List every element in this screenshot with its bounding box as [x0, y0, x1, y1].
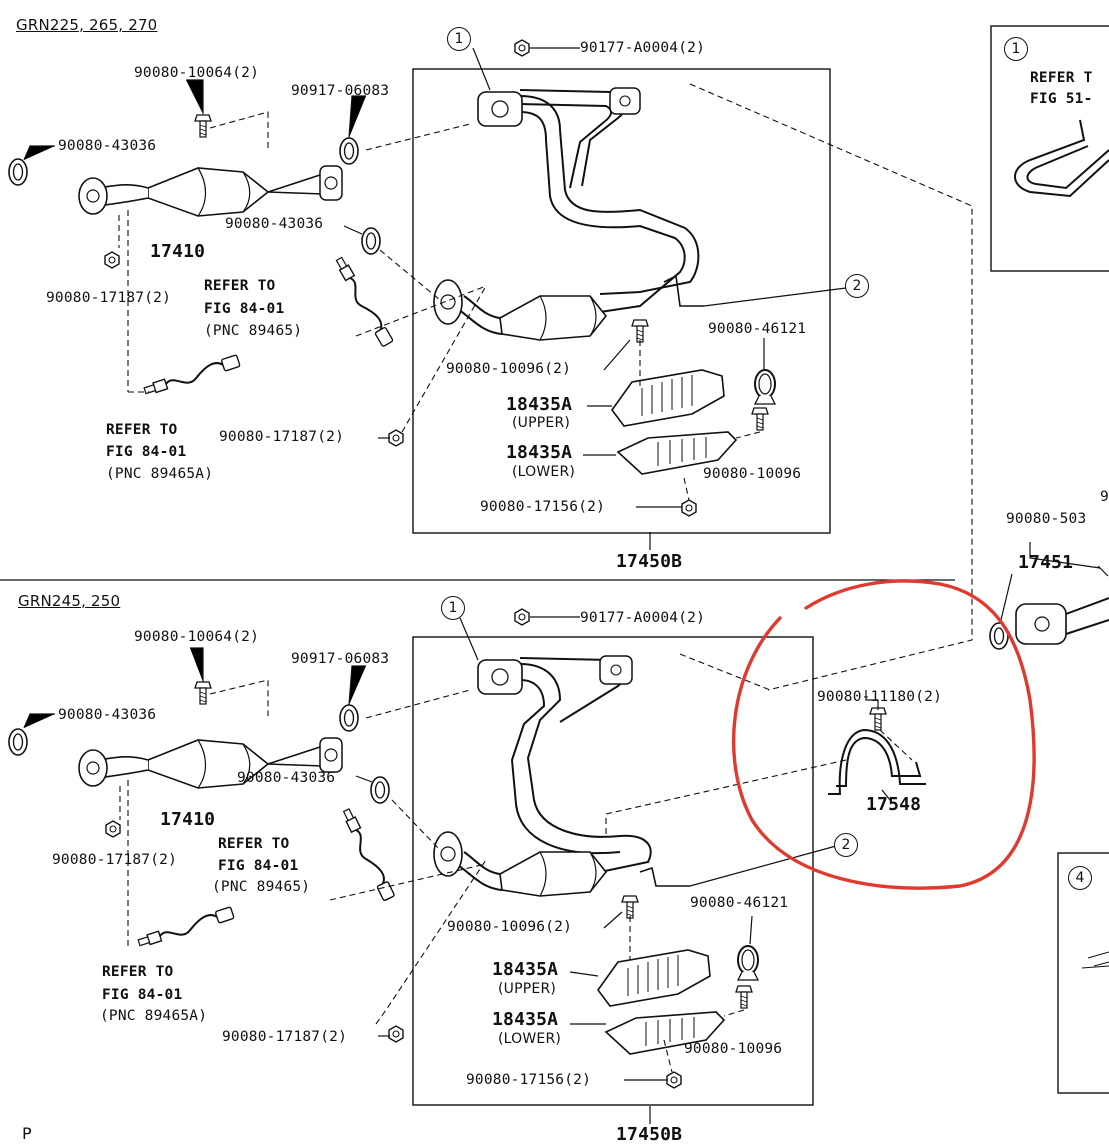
label-bracket-bolt: 90080-11180(2) [817, 689, 943, 705]
label-bolt-right-b: 90080-10096 [684, 1041, 783, 1057]
label-part-17548: 17548 [866, 794, 922, 815]
label-heat-lower-sub-b: (LOWER) [498, 1031, 562, 1047]
label-nut-low-b: 90080-17187(2) [222, 1029, 348, 1045]
label-refer-a-3-b: (PNC 89465) [212, 879, 311, 895]
label-gasket-cap: 90917-06083 [291, 83, 390, 99]
label-cut-9: 9 [1100, 489, 1109, 505]
label-heat-lower-sub: (LOWER) [512, 464, 576, 480]
callout-1-right: 1 [1004, 37, 1028, 61]
label-refer-b-1: REFER TO [106, 422, 178, 438]
label-gasket-503: 90080-503 [1006, 511, 1087, 527]
section-title-bottom: GRN245, 250 [18, 592, 121, 610]
label-nut-low: 90080-17187(2) [219, 429, 345, 445]
label-gasket-cap-b: 90917-06083 [291, 651, 390, 667]
label-heat-lower: 18435A [506, 442, 573, 463]
page-letter: P [22, 1124, 32, 1143]
label-gasket-left: 90080-43036 [58, 138, 157, 154]
label-clamp-b: 90080-46121 [690, 895, 789, 911]
label-box1-ref-1: REFER T [1030, 70, 1093, 86]
callout-1-bottom: 1 [441, 596, 465, 620]
label-assy-17450b-top: 17450B [616, 551, 683, 572]
label-refer-a-1: REFER TO [204, 278, 276, 294]
label-box1-ref-2: FIG 51- [1030, 91, 1093, 107]
label-refer-a-3: (PNC 89465) [204, 323, 303, 339]
label-bolt-right: 90080-10096 [703, 466, 802, 482]
callout-2-top: 2 [845, 274, 869, 298]
label-heat-upper: 18435A [506, 394, 573, 415]
label-refer-b-2: FIG 84-01 [106, 444, 187, 460]
label-nut-left-b: 90080-17187(2) [52, 852, 178, 868]
label-refer-a-2-b: FIG 84-01 [218, 858, 299, 874]
label-part-17410: 17410 [150, 241, 206, 262]
label-nut-bottom-b: 90080-17156(2) [466, 1072, 592, 1088]
label-bolt-top-b: 90080-10064(2) [134, 629, 260, 645]
callout-4-right: 4 [1068, 866, 1092, 890]
section-title-top: GRN225, 265, 270 [16, 16, 158, 34]
label-nut-bottom: 90080-17156(2) [480, 499, 606, 515]
label-part-17451: 17451 [1018, 552, 1074, 573]
label-gasket-mid-b: 90080-43036 [237, 770, 336, 786]
label-nut-cap: 90177-A0004(2) [580, 40, 706, 56]
label-refer-a-2: FIG 84-01 [204, 301, 285, 317]
label-refer-a-1-b: REFER TO [218, 836, 290, 852]
callout-1-top: 1 [447, 27, 471, 51]
label-bolt-top: 90080-10064(2) [134, 65, 260, 81]
label-refer-b-3-b: (PNC 89465A) [100, 1008, 208, 1024]
label-heat-upper-b: 18435A [492, 959, 559, 980]
label-refer-b-1-b: REFER TO [102, 964, 174, 980]
label-bolt-mid-b: 90080-10096(2) [447, 919, 573, 935]
label-nut-left: 90080-17187(2) [46, 290, 172, 306]
label-clamp: 90080-46121 [708, 321, 807, 337]
callout-2-bottom: 2 [834, 833, 858, 857]
label-nut-cap-b: 90177-A0004(2) [580, 610, 706, 626]
label-bolt-mid: 90080-10096(2) [446, 361, 572, 377]
label-heat-upper-sub: (UPPER) [512, 415, 571, 431]
label-refer-b-3: (PNC 89465A) [106, 466, 214, 482]
label-refer-b-2-b: FIG 84-01 [102, 987, 183, 1003]
label-gasket-mid: 90080-43036 [225, 216, 324, 232]
label-heat-lower-b: 18435A [492, 1009, 559, 1030]
label-assy-17450b-bottom: 17450B [616, 1124, 683, 1145]
label-heat-upper-sub-b: (UPPER) [498, 981, 557, 997]
label-part-17410-b: 17410 [160, 809, 216, 830]
label-gasket-left-b: 90080-43036 [58, 707, 157, 723]
